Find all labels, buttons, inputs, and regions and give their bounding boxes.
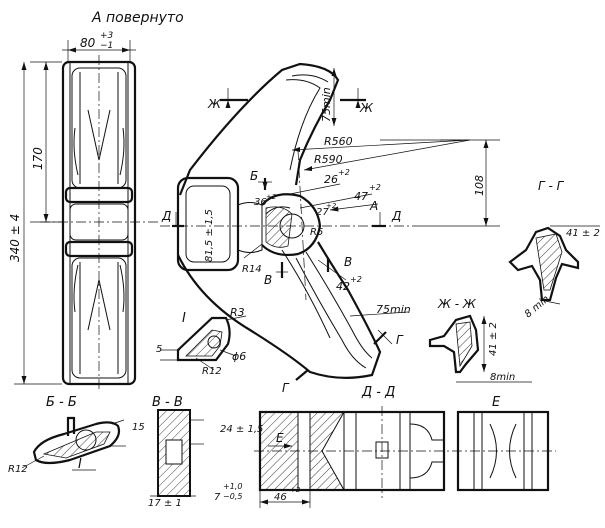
mark-b-top: Б	[250, 169, 258, 183]
view-e: Е	[452, 395, 556, 492]
dim-height-170: 170	[31, 147, 45, 170]
dim-46: 46	[274, 492, 287, 503]
mark-g-right: Г	[396, 333, 404, 347]
dim-r12-detail: R12	[202, 366, 222, 377]
mark-d-right: Д	[391, 209, 401, 223]
section-zh-zh: Ж - Ж 41 ± 2 8min	[428, 297, 532, 383]
section-d-d: Д - Д 46 +2 Е	[254, 385, 450, 508]
dim-41-zhzh: 41 ± 2	[488, 322, 499, 356]
dim-27: 27	[316, 207, 329, 218]
mark-g-bottom: Г	[282, 381, 290, 395]
section-vv-title: В - В	[152, 395, 183, 410]
dim-7-tol-upper: +1,0	[223, 482, 242, 491]
dim-r560: R560	[324, 135, 353, 148]
dim-r5: R5	[310, 227, 323, 238]
section-v-v: В - В 24 ± 1,5 17 ± 1 7 +1,0 −0,5	[148, 395, 263, 509]
dim-26: 26	[324, 173, 338, 186]
dim-36: 36	[254, 197, 267, 208]
section-dd-title: Д - Д	[361, 385, 395, 400]
detail-i-title: I	[182, 311, 186, 326]
dim-7: 7	[214, 492, 221, 503]
mark-v-bottom: В	[264, 273, 272, 287]
section-bb-title: Б - Б	[46, 395, 77, 410]
dim-47-tol: +2	[369, 183, 381, 192]
dim-81-5: 81,5 ± 1,5	[204, 209, 215, 262]
dim-24: 24 ± 1,5	[220, 424, 263, 435]
dim-26-tol: +2	[338, 168, 350, 177]
dim-r3: R3	[230, 306, 245, 319]
mark-e: Е	[276, 431, 284, 445]
dim-108: 108	[473, 175, 486, 196]
mark-d-left: Д	[161, 209, 171, 223]
dim-75min-top: 75min	[320, 87, 333, 122]
dim-r590: R590	[314, 153, 343, 166]
dim-42-tol: +2	[350, 275, 362, 284]
mark-zh-left: Ж	[207, 97, 222, 111]
detail-i-callout: I	[78, 457, 82, 472]
rotated-view-a: А повернуто 80 +3 −1	[8, 10, 184, 392]
dim-height-340: 340 ± 4	[8, 214, 22, 262]
section-gg-title: Г - Г	[538, 179, 565, 193]
dim-width-80-tol-upper: +3	[100, 31, 114, 41]
detail-i: I R3 ϕ6 R12 5	[156, 306, 246, 377]
view-e-title: Е	[492, 395, 501, 410]
section-b-b: Б - Б 15 R12 I	[8, 395, 145, 475]
dim-46-tol: +2	[290, 486, 301, 494]
main-box-section	[176, 176, 240, 272]
dim-41-gg: 41 ± 2	[566, 228, 600, 239]
dim-15: 15	[132, 422, 145, 433]
dim-42: 42	[336, 280, 350, 293]
dim-47: 47	[354, 190, 368, 203]
main-view: Ж Ж 75min R560 R590 108 Б 26 +2 47 +2	[160, 62, 500, 395]
mark-a: А	[369, 199, 378, 213]
section-g-g: Г - Г 41 ± 2 8 min	[508, 179, 600, 321]
dim-8min-gg: 8 min	[523, 294, 552, 321]
dim-width-80-tol-lower: −1	[100, 41, 113, 51]
dim-width-80: 80	[80, 36, 96, 50]
dim-27-tol: +2	[326, 202, 337, 210]
dim-75min-bottom: 75min	[376, 303, 411, 316]
dim-17: 17 ± 1	[148, 498, 182, 509]
dim-36-tol: +2	[266, 193, 277, 201]
dim-r12-bb: R12	[8, 464, 28, 475]
dim-7-tol-lower: −0,5	[223, 492, 242, 501]
rotated-view-title: А повернуто	[91, 10, 184, 26]
dim-r14: R14	[242, 264, 262, 275]
dim-5: 5	[156, 344, 162, 355]
section-zhzh-title: Ж - Ж	[437, 297, 477, 311]
mark-zh-right: Ж	[359, 101, 374, 115]
dim-phi6: ϕ6	[232, 350, 246, 363]
dim-8min-zhzh: 8min	[490, 372, 515, 383]
mark-v-right: В	[344, 255, 352, 269]
